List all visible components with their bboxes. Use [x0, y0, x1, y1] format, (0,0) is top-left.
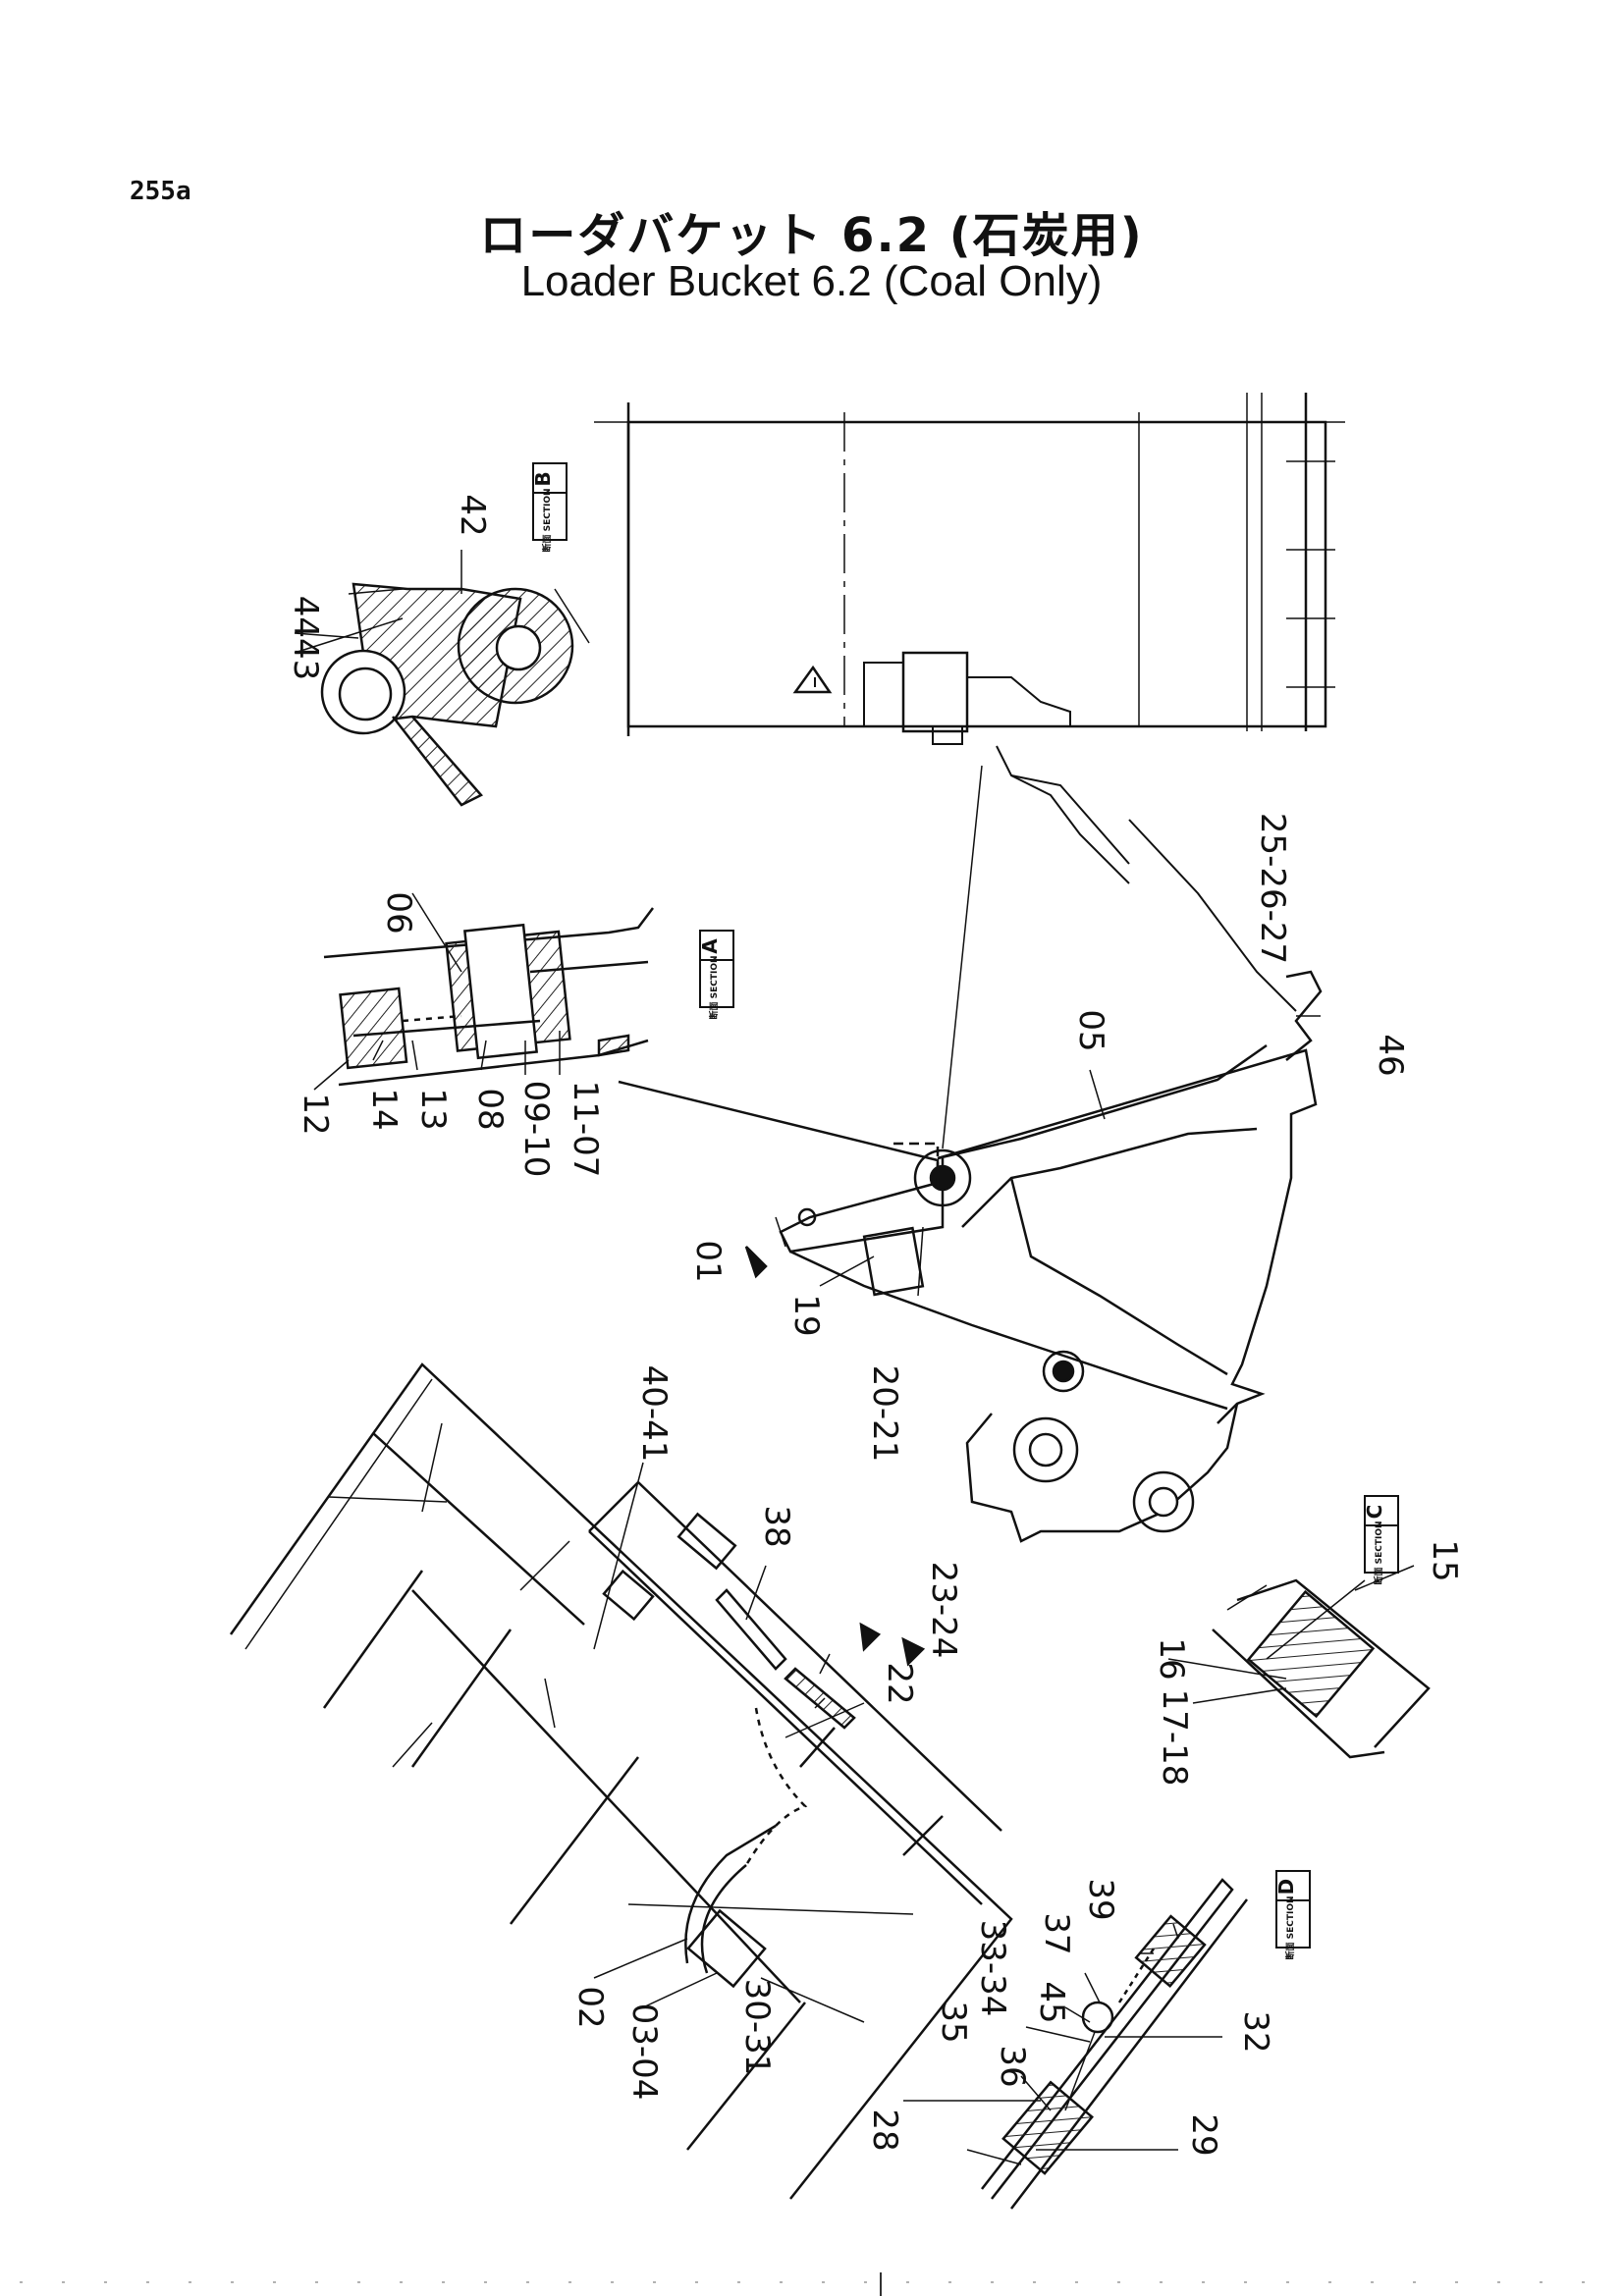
part-label-42: 42 — [453, 494, 492, 536]
section-c-detail — [1212, 1578, 1431, 1759]
part-label-12: 12 — [296, 1093, 335, 1135]
part-label-25-26-27: 25-26-27 — [1253, 813, 1292, 964]
title-english: Loader Bucket 6.2 (Coal Only) — [520, 257, 1103, 305]
part-label-36: 36 — [993, 2045, 1032, 2087]
part-label-20-21: 20-21 — [865, 1365, 904, 1463]
section-tag-c: 断面 SECTION C — [1363, 1495, 1399, 1585]
part-label-29: 29 — [1184, 2113, 1223, 2156]
bucket-top-view — [594, 393, 1345, 745]
section-a-letter: A — [698, 938, 722, 954]
part-label-08: 08 — [470, 1088, 510, 1130]
part-label-13: 13 — [413, 1088, 453, 1130]
page-number: 255a — [130, 177, 191, 206]
part-label-14: 14 — [364, 1088, 404, 1130]
section-c-letter: C — [1363, 1505, 1386, 1520]
part-label-09-10: 09-10 — [516, 1081, 556, 1178]
part-label-11-07: 11-07 — [566, 1081, 605, 1178]
section-d-caption: 断面 SECTION — [1284, 1896, 1296, 1959]
part-label-23-24: 23-24 — [924, 1562, 963, 1659]
part-label-32: 32 — [1236, 2010, 1275, 2053]
part-label-4443: 4443 — [286, 596, 325, 681]
section-a-caption: 断面 SECTION — [708, 955, 720, 1019]
part-label-01: 01 — [688, 1240, 728, 1282]
part-label-15: 15 — [1425, 1539, 1464, 1581]
part-labels: 42 4443 06 12 14 13 08 09-10 11-07 01 19… — [286, 494, 1464, 2156]
arm-frame-view — [229, 1362, 1013, 2200]
section-tag-b: 断面 SECTION B — [531, 462, 568, 553]
section-c-caption: 断面 SECTION — [1373, 1521, 1384, 1584]
part-label-38: 38 — [757, 1505, 796, 1547]
section-d-letter: D — [1274, 1879, 1298, 1896]
part-label-30-31: 30-31 — [737, 1979, 777, 2076]
section-b-caption: 断面 SECTION — [541, 488, 553, 552]
part-label-28: 28 — [865, 2109, 904, 2151]
section-d-detail — [981, 1878, 1248, 2210]
part-label-22: 22 — [880, 1662, 919, 1704]
part-label-46: 46 — [1371, 1034, 1410, 1076]
section-tag-a: 断面 SECTION A — [698, 930, 734, 1020]
section-tag-d: 断面 SECTION D — [1274, 1870, 1311, 1960]
part-label-33-34: 33-34 — [973, 1920, 1012, 2017]
part-label-02: 02 — [570, 1986, 610, 2028]
part-label-40-41: 40-41 — [634, 1365, 674, 1463]
part-label-06: 06 — [379, 891, 418, 934]
part-label-37: 37 — [1037, 1912, 1076, 1954]
part-label-16: 16 — [1152, 1637, 1191, 1680]
part-label-39: 39 — [1081, 1878, 1120, 1920]
part-label-19: 19 — [786, 1294, 826, 1336]
part-label-35: 35 — [934, 2001, 973, 2043]
bucket-side-view — [618, 745, 1323, 1543]
scan-edge-marks — [20, 2272, 1610, 2296]
part-label-45: 45 — [1032, 1981, 1071, 2023]
part-label-17-18: 17-18 — [1155, 1689, 1194, 1787]
leader-lines — [294, 550, 1415, 2165]
part-label-03-04: 03-04 — [624, 2003, 664, 2101]
section-b-detail — [320, 582, 590, 807]
part-label-05: 05 — [1071, 1009, 1110, 1051]
section-b-letter: B — [531, 471, 555, 486]
section-a-detail — [323, 907, 654, 1087]
title-japanese: ローダバケット 6.2 (石炭用) — [479, 208, 1144, 263]
